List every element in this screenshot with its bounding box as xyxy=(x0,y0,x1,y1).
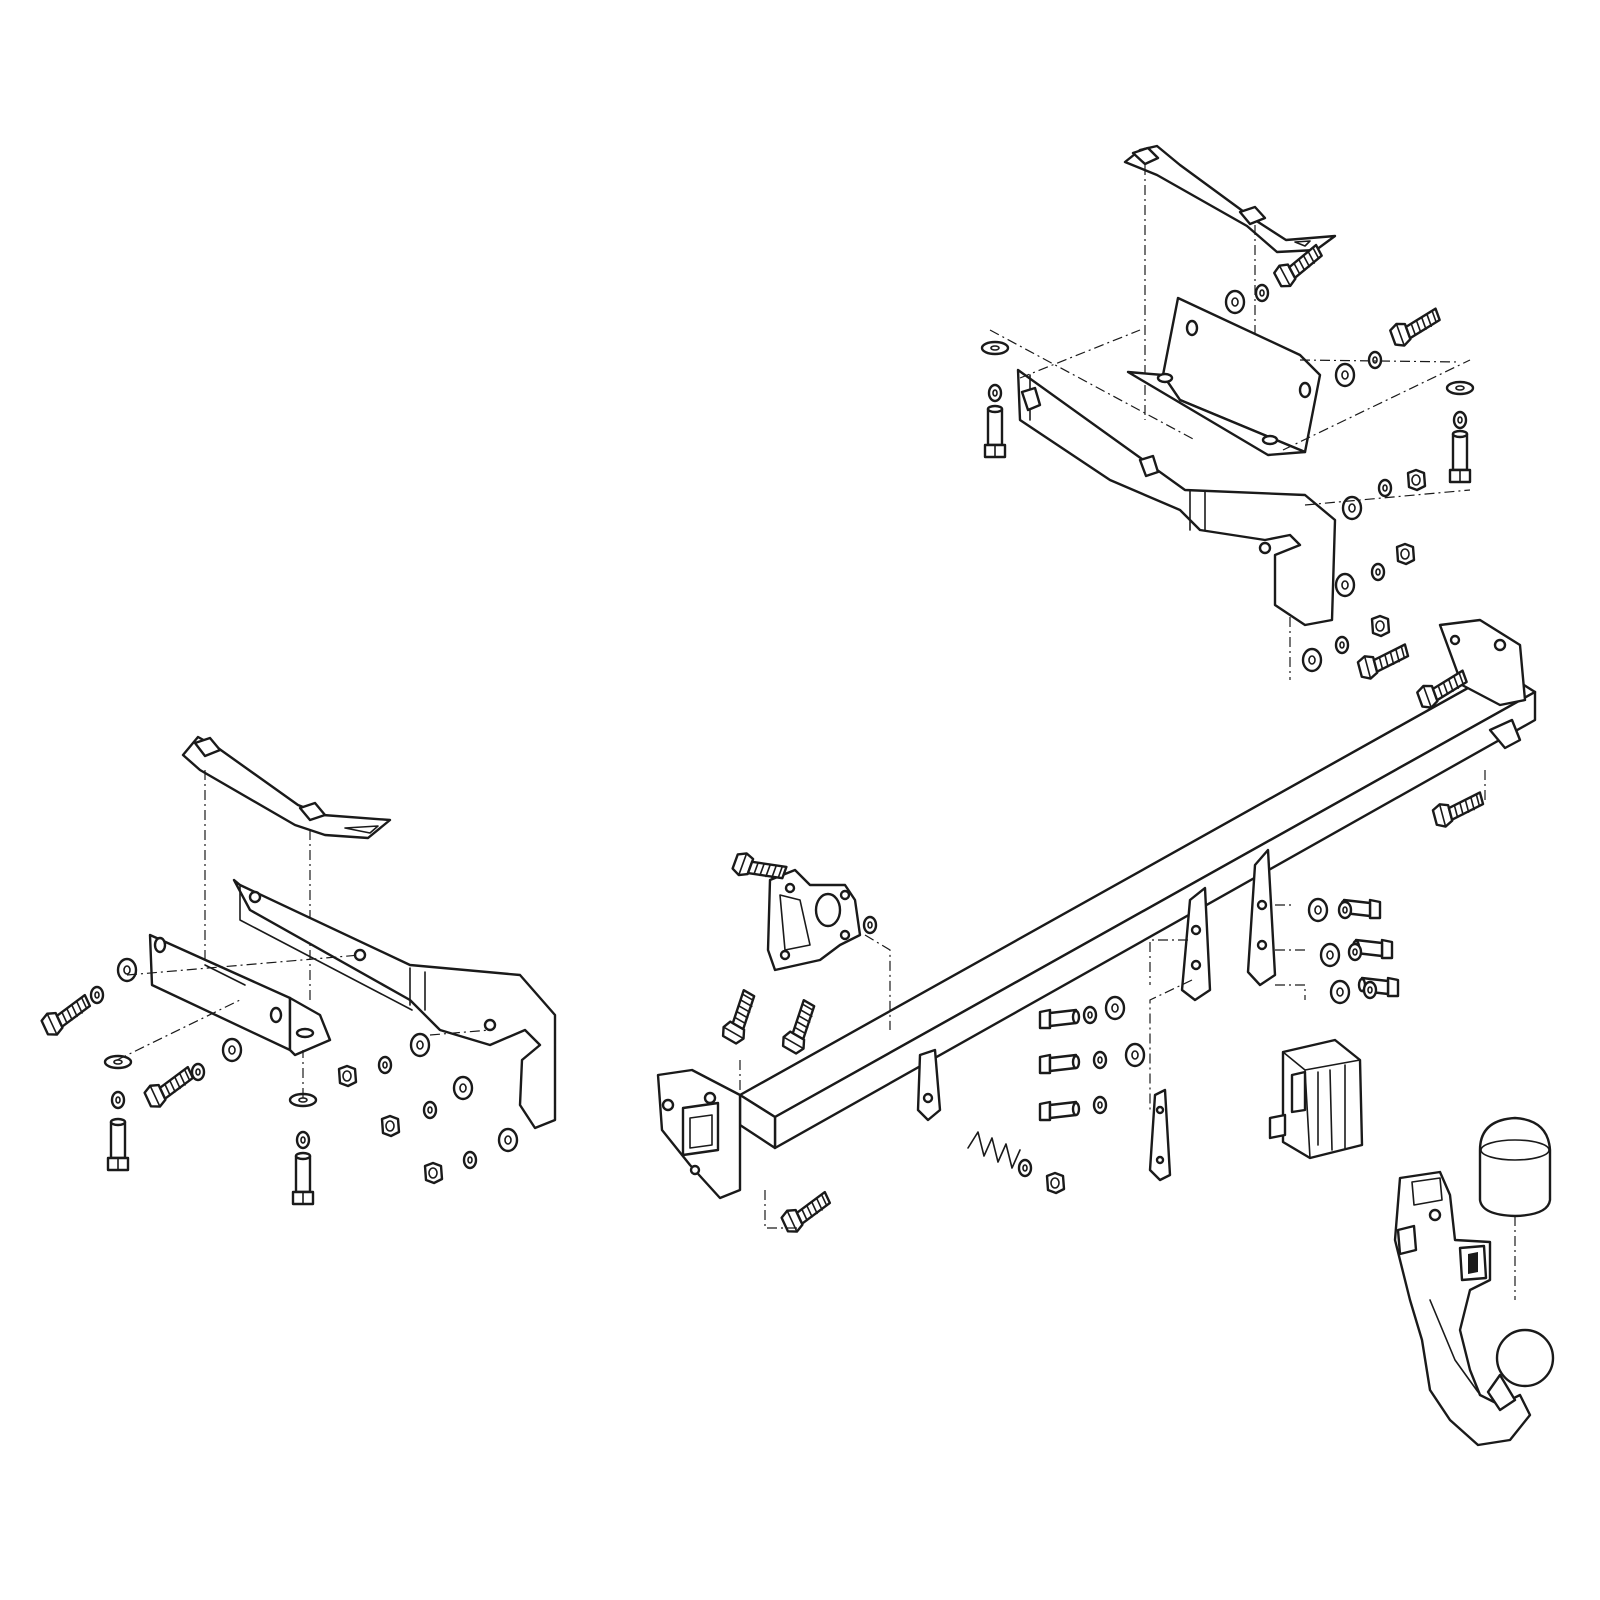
tow-ball-assembly xyxy=(1268,1038,1555,1447)
socket-plate xyxy=(766,868,862,972)
crossbar xyxy=(656,618,1537,1200)
side-arm-bracket xyxy=(1016,368,1337,627)
left-side-bracket-assembly xyxy=(38,735,557,1206)
detachable-tow-ball-neck xyxy=(1393,1170,1555,1447)
electric-module xyxy=(1268,1038,1364,1160)
reinforcement-strap xyxy=(181,735,392,840)
right-bracket-fasteners xyxy=(980,243,1475,673)
angle-bracket xyxy=(148,933,332,1057)
reinforcement-strap xyxy=(1123,144,1337,254)
side-arm-bracket xyxy=(232,878,557,1130)
crossbar-fasteners xyxy=(717,643,1488,1237)
spring xyxy=(967,1131,1066,1195)
main-crossbar-assembly xyxy=(656,618,1537,1237)
ball-cover-cap xyxy=(1478,1116,1552,1218)
right-side-bracket-assembly xyxy=(980,144,1475,680)
angle-bracket xyxy=(1126,296,1322,457)
